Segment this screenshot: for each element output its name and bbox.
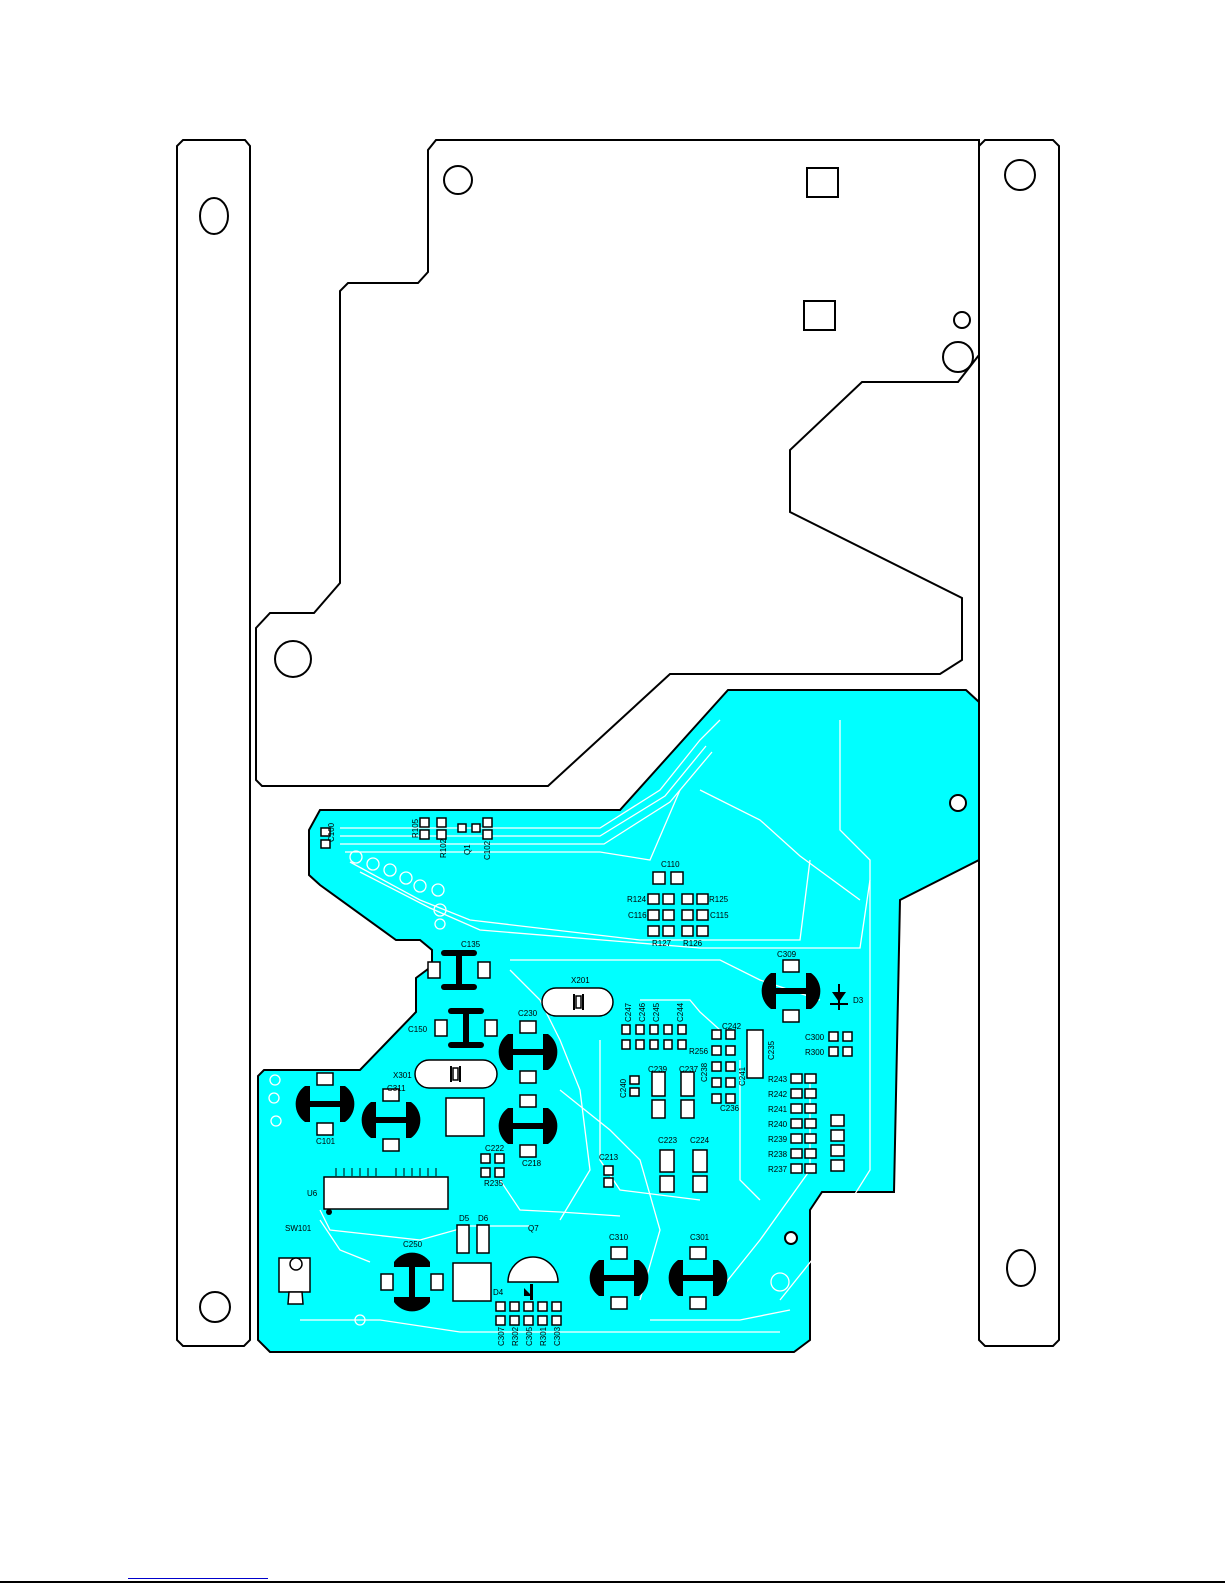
label-c238: C238 — [700, 1062, 709, 1082]
label-r256: R256 — [689, 1047, 709, 1056]
main-board-outline — [255, 139, 980, 787]
label-c310: C310 — [609, 1233, 629, 1242]
footer-link-underline — [128, 1578, 268, 1579]
label-c237: C237 — [679, 1065, 699, 1074]
label-c222: C222 — [485, 1144, 505, 1153]
label-r105: R105 — [411, 818, 420, 838]
label-d3: D3 — [853, 996, 864, 1005]
label-c230: C230 — [518, 1009, 538, 1018]
label-c116: C116 — [628, 911, 647, 920]
board-hole — [953, 311, 971, 329]
component-labels: R105 C100 R102 Q1 C102 C110 R124 R125 C1… — [285, 818, 864, 1346]
label-c309: C309 — [777, 950, 797, 959]
left-rail — [176, 139, 251, 1347]
label-c135: C135 — [461, 940, 481, 949]
electrolytic-capacitors — [295, 950, 821, 1312]
label-c241: C241 — [738, 1066, 747, 1086]
label-c244: C244 — [676, 1002, 685, 1022]
rail-slot — [1006, 1249, 1036, 1287]
label-r241: R241 — [768, 1105, 788, 1114]
label-r127: R127 — [652, 939, 672, 948]
rail-slot — [199, 197, 229, 235]
board-hole — [1004, 159, 1036, 191]
label-r240: R240 — [768, 1120, 788, 1129]
label-r302: R302 — [511, 1326, 520, 1346]
crystals — [414, 987, 614, 1089]
board-hole — [942, 341, 974, 373]
label-r238: R238 — [768, 1150, 788, 1159]
label-c115: C115 — [710, 911, 729, 920]
label-c242: C242 — [722, 1022, 742, 1031]
label-x301: X301 — [393, 1071, 412, 1080]
smd-pads — [320, 817, 853, 1326]
label-c223: C223 — [658, 1136, 678, 1145]
label-c236: C236 — [720, 1104, 740, 1113]
square-cutout — [803, 300, 836, 331]
bottom-rule — [0, 1581, 1225, 1583]
label-r235: R235 — [484, 1179, 504, 1188]
square-cutout — [806, 167, 839, 198]
label-r242: R242 — [768, 1090, 788, 1099]
label-q1: Q1 — [463, 844, 472, 855]
label-c110: C110 — [661, 860, 680, 869]
label-c300: C300 — [805, 1033, 825, 1042]
label-r301: R301 — [539, 1326, 548, 1346]
label-x201: X201 — [571, 976, 590, 985]
label-c100: C100 — [327, 822, 336, 842]
label-c301: C301 — [690, 1233, 710, 1242]
ic-u6 — [323, 1168, 449, 1215]
diode-d3 — [830, 984, 848, 1010]
label-c239: C239 — [648, 1065, 668, 1074]
label-c102: C102 — [483, 840, 492, 860]
rail-hole — [199, 1291, 231, 1323]
label-r237: R237 — [768, 1165, 788, 1174]
switch-sw101 — [278, 1257, 311, 1305]
label-r300: R300 — [805, 1048, 825, 1057]
label-u6: U6 — [307, 1189, 318, 1198]
label-r125: R125 — [709, 895, 729, 904]
traces — [268, 719, 871, 1333]
transistor-q7 — [507, 1256, 559, 1300]
label-c307: C307 — [497, 1326, 506, 1346]
label-c224: C224 — [690, 1136, 710, 1145]
label-c150: C150 — [408, 1025, 428, 1034]
label-c235: C235 — [767, 1040, 776, 1060]
label-q7: Q7 — [528, 1224, 539, 1233]
label-c218: C218 — [522, 1159, 542, 1168]
label-c245: C245 — [652, 1002, 661, 1022]
label-c213: C213 — [599, 1153, 619, 1162]
label-c101: C101 — [316, 1137, 336, 1146]
label-r243: R243 — [768, 1075, 788, 1084]
copper-hole — [784, 1231, 798, 1245]
label-d4: D4 — [493, 1288, 504, 1297]
label-r102: R102 — [439, 838, 448, 858]
label-c246: C246 — [638, 1002, 647, 1022]
board-hole — [274, 640, 312, 678]
label-sw101: SW101 — [285, 1224, 312, 1233]
label-c240: C240 — [619, 1078, 628, 1098]
label-c247: C247 — [624, 1002, 633, 1022]
label-r124: R124 — [627, 895, 647, 904]
label-d6: D6 — [478, 1214, 489, 1223]
copper-hole — [949, 794, 967, 812]
label-c311: C311 — [387, 1084, 406, 1093]
board-hole — [443, 165, 473, 195]
label-c250: C250 — [403, 1240, 423, 1249]
label-d5: D5 — [459, 1214, 470, 1223]
label-r239: R239 — [768, 1135, 788, 1144]
label-c305: C305 — [525, 1326, 534, 1346]
label-c303: C303 — [553, 1326, 562, 1346]
label-r126: R126 — [683, 939, 703, 948]
right-rail — [978, 139, 1060, 1347]
